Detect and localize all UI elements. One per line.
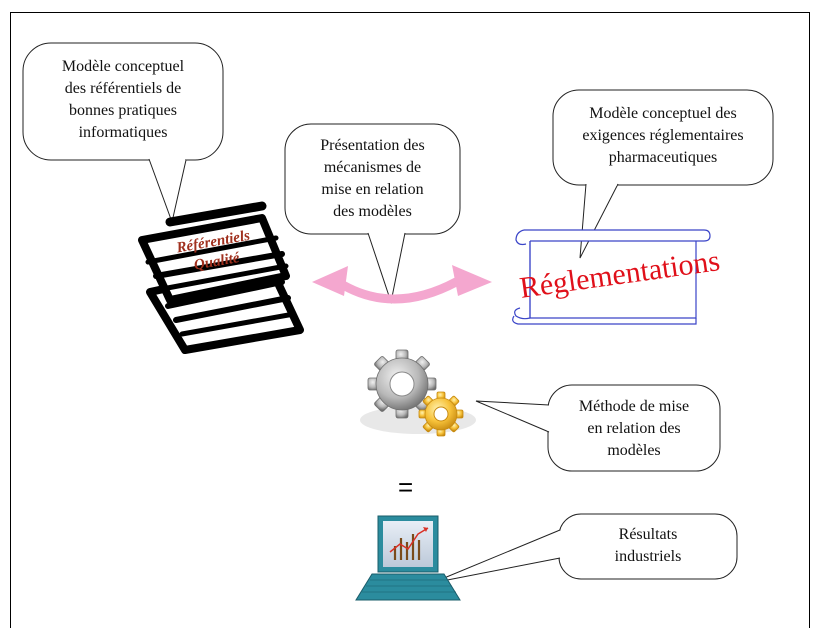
bubble-presentation-text: Présentation des mécanismes de mise en r…: [285, 135, 460, 223]
bubble-presentation-line: des modèles: [333, 203, 412, 220]
diagram-frame: [10, 12, 810, 628]
bubble-presentation: [284, 123, 461, 304]
bubble-exigences-line: pharmaceutiques: [608, 149, 718, 166]
bubble-resultats-line: Résultats: [618, 526, 678, 543]
bubble-referentiels-text: Modèle conceptuel des référentiels de bo…: [23, 56, 223, 144]
scroll-icon: [512, 229, 711, 325]
bubble-referentiels: [22, 42, 224, 224]
bubble-referentiels-line: des référentiels de: [64, 80, 182, 97]
bubble-referentiels-line: informatiques: [78, 124, 168, 141]
laptop-chart-icon: [355, 515, 461, 601]
bubble-resultats: [431, 513, 738, 584]
bubble-methode: [475, 384, 721, 472]
bubble-resultats-text: Résultats industriels: [559, 524, 737, 568]
bubble-presentation-line: mise en relation: [321, 181, 424, 198]
bubble-presentation-line: mécanismes de: [323, 159, 422, 176]
bubble-exigences-line: Modèle conceptuel des: [589, 105, 737, 122]
bubble-presentation-line: Présentation des: [320, 137, 425, 154]
bubble-exigences-text: Modèle conceptuel des exigences réglemen…: [553, 103, 773, 169]
gears-icon: [360, 349, 476, 437]
stacked-books-icon: [138, 201, 304, 354]
bubble-referentiels-line: bonnes pratiques: [69, 102, 177, 119]
bubble-referentiels-line: Modèle conceptuel: [61, 58, 185, 75]
bubble-resultats-line: industriels: [614, 548, 682, 565]
bubble-exigences-line: exigences réglementaires: [582, 127, 744, 144]
equals-sign: =: [398, 472, 414, 502]
bubble-methode-line: Méthode de mise: [578, 398, 690, 415]
bubble-methode-line: modèles: [607, 442, 661, 459]
bubble-methode-line: en relation des: [587, 420, 681, 437]
bubble-exigences: [552, 89, 774, 259]
bubble-methode-text: Méthode de mise en relation des modèles: [548, 396, 720, 462]
double-arrow-icon: [312, 265, 492, 304]
